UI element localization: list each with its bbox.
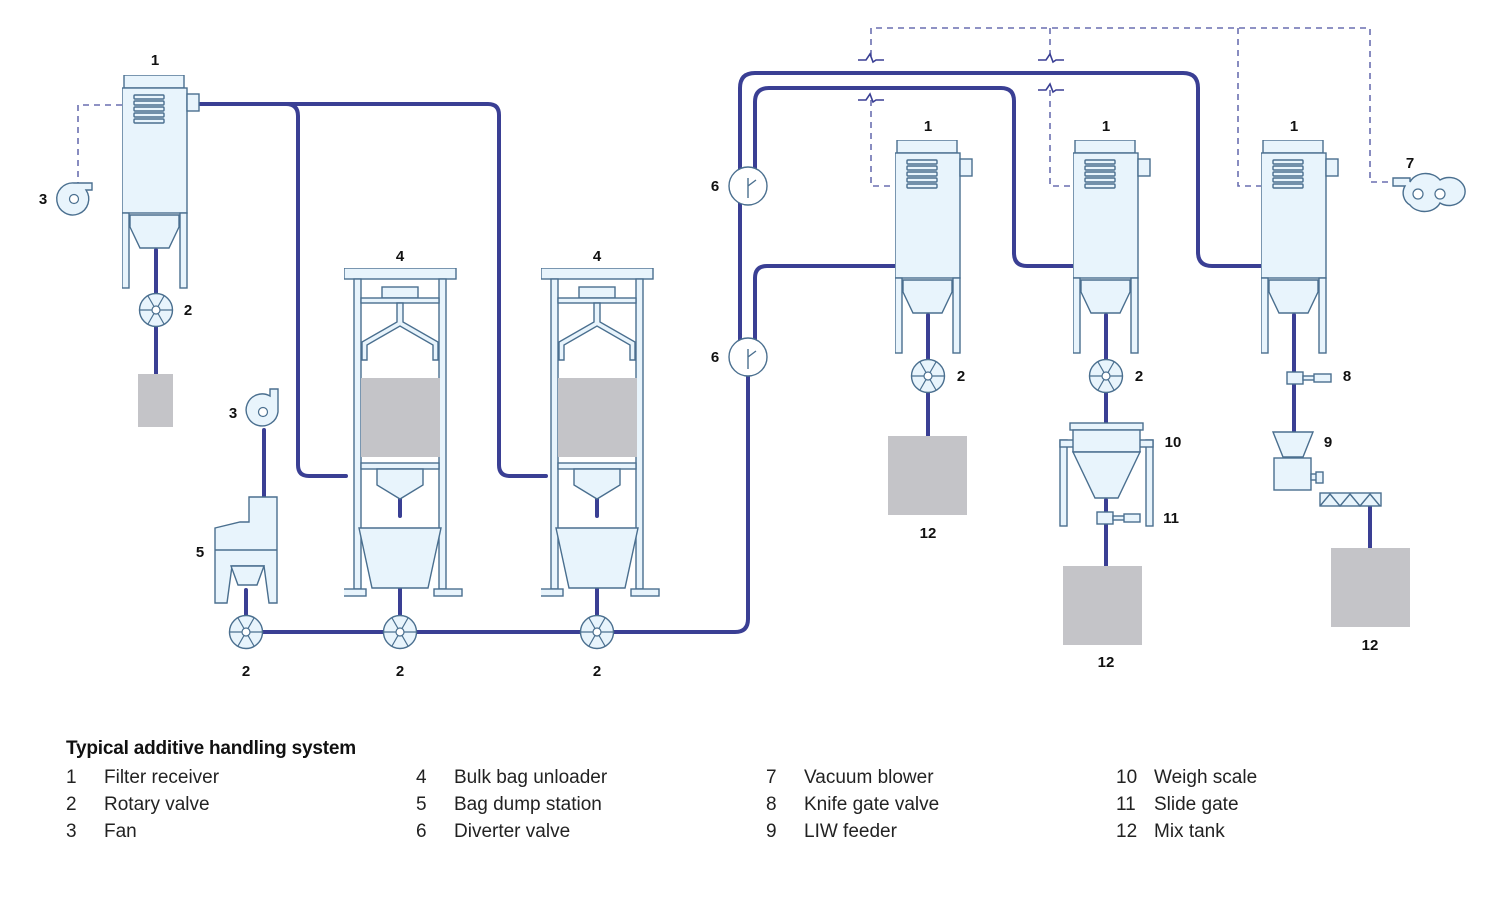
bulk-bag-1 [361, 378, 440, 457]
legend-label: Bulk bag unloader [454, 767, 608, 788]
callout-2: 2 [1135, 368, 1143, 385]
legend-item: 12 Mix tank [1116, 818, 1466, 845]
legend-num: 7 [766, 767, 777, 788]
legend-title: Typical additive handling system [66, 738, 356, 759]
bag-dump-station [214, 496, 278, 604]
legend-num: 10 [1116, 767, 1138, 788]
callout-2: 2 [593, 663, 601, 680]
filter-receiver-2 [895, 140, 973, 354]
legend-num: 12 [1116, 821, 1138, 842]
filter-receiver-4 [1261, 140, 1339, 354]
legend-item: 3 Fan [66, 818, 416, 845]
legend-item: 9 LIW feeder [766, 818, 1116, 845]
legend-item: 2 Rotary valve [66, 791, 416, 818]
callout-labels: 1 3 2 3 5 4 4 2 2 2 6 6 1 1 1 7 2 2 8 9 … [39, 52, 1414, 680]
callout-2: 2 [957, 368, 965, 385]
legend-column: 1 Filter receiver 2 Rotary valve 3 Fan [66, 764, 416, 845]
filter-receiver-3 [1073, 140, 1151, 354]
callout-12: 12 [1098, 654, 1115, 671]
legend-label: Vacuum blower [804, 767, 934, 788]
legend-label: Filter receiver [104, 767, 220, 788]
legend: Typical additive handling system 1 Filter… [66, 738, 1466, 845]
legend-num: 4 [416, 767, 427, 788]
legend-column: 7 Vacuum blower 8 Knife gate valve 9 LIW fe… [766, 764, 1116, 845]
legend-label: LIW feeder [804, 821, 897, 842]
legend-item: 7 Vacuum blower [766, 764, 1116, 791]
callout-3: 3 [39, 191, 47, 208]
callout-2: 2 [184, 302, 192, 319]
legend-item: 11 Slide gate [1116, 791, 1466, 818]
legend-num: 1 [66, 767, 77, 788]
legend-num: 5 [416, 794, 427, 815]
mix-tank [888, 436, 967, 515]
legend-item: 8 Knife gate valve [766, 791, 1116, 818]
fan-icon [56, 182, 93, 216]
callout-4: 4 [593, 248, 602, 265]
legend-item: 5 Bag dump station [416, 791, 766, 818]
callout-10: 10 [1165, 434, 1182, 451]
legend-column: 4 Bulk bag unloader 5 Bag dump station 6 Di… [416, 764, 766, 845]
liw-feeder [1271, 431, 1382, 508]
rotary-valve-icon [382, 614, 418, 650]
legend-columns: 1 Filter receiver 2 Rotary valve 3 Fan 4 Bul… [66, 764, 1466, 845]
callout-1: 1 [1290, 118, 1298, 135]
diverter-valve-icon [728, 337, 768, 377]
callout-12: 12 [920, 525, 937, 542]
vacuum-breaks [858, 52, 1064, 104]
rotary-valve-icon [910, 358, 946, 394]
mix-tank [1331, 548, 1410, 627]
legend-item: 1 Filter receiver [66, 764, 416, 791]
callout-6: 6 [711, 178, 719, 195]
slide-gate [1096, 511, 1141, 525]
process-diagram: 1 3 2 3 5 4 4 2 2 2 6 6 1 1 1 7 2 2 8 9 … [39, 27, 1466, 680]
legend-item: 6 Diverter valve [416, 818, 766, 845]
callout-8: 8 [1343, 368, 1351, 385]
callout-2: 2 [396, 663, 404, 680]
weigh-scale [1059, 422, 1154, 527]
discharge-container [138, 374, 173, 427]
callout-3: 3 [229, 405, 237, 422]
legend-label: Diverter valve [454, 821, 571, 842]
callout-4: 4 [396, 248, 405, 265]
legend-item: 10 Weigh scale [1116, 764, 1466, 791]
callout-1: 1 [151, 52, 159, 69]
legend-label: Fan [104, 821, 137, 842]
rotary-valve-icon [1088, 358, 1124, 394]
callout-6: 6 [711, 349, 719, 366]
legend-label: Mix tank [1154, 821, 1225, 842]
legend-num: 11 [1116, 794, 1136, 815]
legend-num: 2 [66, 794, 77, 815]
callout-1: 1 [1102, 118, 1110, 135]
diverter-valve-icon [728, 166, 768, 206]
filter-receiver-1 [122, 75, 200, 289]
bulk-bag-2 [558, 378, 637, 457]
legend-num: 6 [416, 821, 427, 842]
legend-label: Bag dump station [454, 794, 602, 815]
rotary-valve-icon [228, 614, 264, 650]
rotary-valve-icon [138, 292, 174, 328]
callout-5: 5 [196, 544, 204, 561]
vacuum-blower-icon [1392, 172, 1466, 213]
legend-label: Weigh scale [1154, 767, 1258, 788]
legend-label: Slide gate [1154, 794, 1239, 815]
knife-gate-valve [1286, 371, 1332, 385]
callout-2: 2 [242, 663, 250, 680]
legend-column: 10 Weigh scale 11 Slide gate 12 Mix tank [1116, 764, 1466, 845]
rotary-valve-icon [579, 614, 615, 650]
legend-num: 9 [766, 821, 777, 842]
legend-item: 4 Bulk bag unloader [416, 764, 766, 791]
callout-7: 7 [1406, 155, 1414, 172]
legend-label: Knife gate valve [804, 794, 940, 815]
mix-tank [1063, 566, 1142, 645]
fan-icon [245, 388, 279, 427]
callout-1: 1 [924, 118, 932, 135]
callout-9: 9 [1324, 434, 1332, 451]
callout-12: 12 [1362, 637, 1379, 654]
vacuum-lines [77, 27, 1400, 187]
legend-num: 8 [766, 794, 777, 815]
callout-11: 11 [1163, 510, 1179, 527]
legend-label: Rotary valve [104, 794, 210, 815]
legend-num: 3 [66, 821, 77, 842]
